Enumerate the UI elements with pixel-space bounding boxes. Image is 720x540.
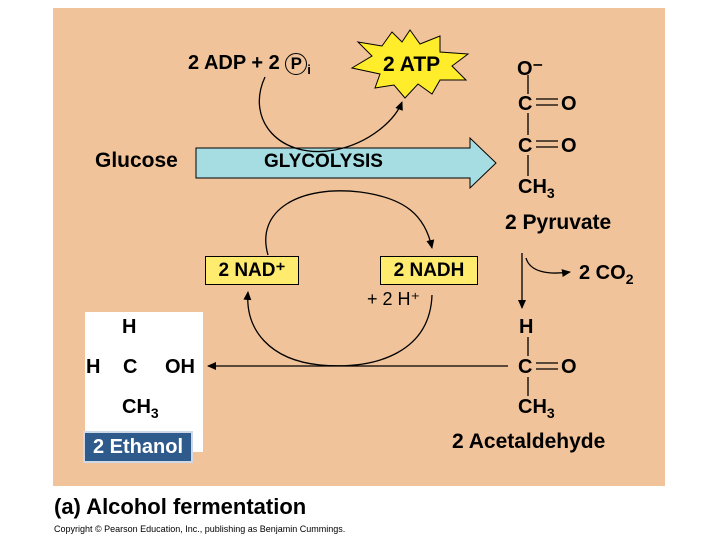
pyruvate-ch3: CH3 [518, 176, 555, 201]
glucose-label: Glucose [95, 149, 178, 172]
nadh-nad-curve [243, 291, 433, 367]
ethanol-c: C [123, 356, 138, 378]
ethanol-h-left: H [86, 356, 101, 378]
acetaldehyde-ch3: CH3 [518, 396, 555, 421]
glycolysis-arrow [195, 136, 497, 190]
phosphate-circle-icon: P [285, 53, 308, 75]
h-plus-label: + 2 H⁺ [367, 289, 421, 309]
acetaldehyde-o: O [561, 356, 577, 378]
ethanol-structure-box [85, 312, 203, 452]
ethanol-oh: OH [165, 356, 195, 378]
acetaldehyde-h: H [519, 316, 534, 338]
ethanol-ch3: CH3 [122, 396, 159, 421]
atp-label: 2 ATP [383, 53, 441, 76]
pyruvate-o2: O [561, 135, 577, 157]
nadh-box: 2 NADH [380, 256, 478, 285]
glycolysis-label: GLYCOLYSIS [264, 151, 383, 172]
ethanol-h-top: H [122, 316, 137, 338]
co2-arrow [525, 257, 571, 278]
adp-atp-curve [258, 76, 403, 153]
pyruvate-name: 2 Pyruvate [505, 211, 612, 234]
figure-caption: (a) Alcohol fermentation [54, 494, 307, 519]
nad-box: 2 NAD⁺ [205, 256, 299, 285]
acetaldehyde-c: C [518, 356, 533, 378]
pyruvate-c1: C [518, 93, 533, 115]
nad-nadh-curve [265, 190, 435, 256]
ethanol-name-label: 2 Ethanol [83, 431, 193, 463]
atp-starburst [350, 29, 470, 99]
pyruvate-o-minus: O⁻ [517, 58, 544, 80]
acetaldehyde-name: 2 Acetaldehyde [452, 430, 606, 453]
pyruvate-c2: C [518, 135, 533, 157]
co2-label: 2 CO2 [579, 262, 634, 287]
pyruvate-o1: O [561, 93, 577, 115]
copyright-notice: Copyright © Pearson Education, Inc., pub… [54, 524, 346, 534]
